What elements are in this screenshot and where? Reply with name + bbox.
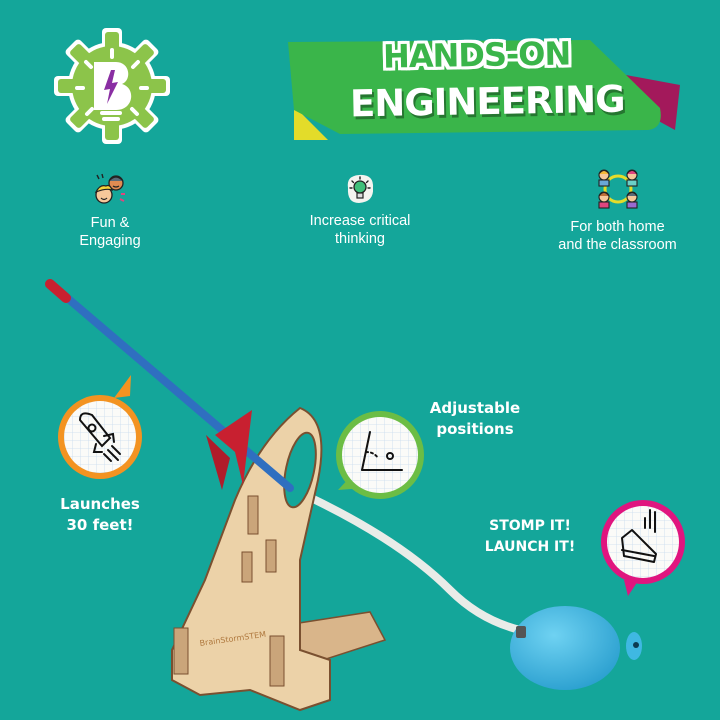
stomping-shoe-icon — [621, 509, 657, 563]
feature-line-1: Increase critical — [309, 213, 411, 229]
feature-line-1: Fun & — [90, 215, 130, 231]
lightbulb-icon — [347, 174, 374, 203]
feature-fun-engaging: Fun & Engaging — [60, 172, 160, 250]
banner-line-2: ENGINEERING — [349, 77, 625, 126]
banner-line-1: HANDS-ON — [382, 34, 571, 76]
happy-kids-icon — [94, 173, 125, 204]
group-circle-icon — [597, 169, 638, 209]
engraving-text: BrainStormSTEM — [199, 630, 267, 648]
callout-line-1: Adjustable — [429, 399, 521, 417]
shoe-callout-bubble — [601, 500, 685, 596]
feature-critical-thinking: Increase critical thinking — [285, 172, 435, 248]
feature-home-classroom: For both home and the classroom — [530, 166, 705, 254]
callout-line-2: positions — [436, 420, 514, 438]
feature-line-2: and the classroom — [558, 237, 677, 253]
angle-icon — [361, 431, 403, 471]
callout-line-1: Launches — [60, 495, 140, 513]
adjustable-positions-label: Adjustable positions — [415, 398, 535, 440]
callout-line-1: STOMP IT! — [489, 518, 571, 534]
rocket-icon — [78, 412, 121, 462]
rocket-callout-bubble — [58, 375, 142, 479]
feature-line-2: Engaging — [79, 233, 141, 249]
callout-line-2: LAUNCH IT! — [484, 539, 576, 555]
launches-30-feet-label: Launches 30 feet! — [40, 494, 160, 536]
gear-lightbulb-logo-icon — [54, 28, 170, 144]
stomp-it-launch-it-label: STOMP IT! LAUNCH IT! — [470, 516, 590, 558]
angle-callout-bubble — [336, 411, 424, 499]
hands-on-engineering-banner: HANDS-ON ENGINEERING — [280, 30, 680, 150]
feature-line-1: For both home — [570, 219, 665, 235]
callout-line-2: 30 feet! — [66, 516, 134, 534]
brand-logo — [52, 26, 172, 146]
feature-line-2: thinking — [335, 231, 385, 247]
banner-ribbon-icon — [288, 40, 680, 140]
